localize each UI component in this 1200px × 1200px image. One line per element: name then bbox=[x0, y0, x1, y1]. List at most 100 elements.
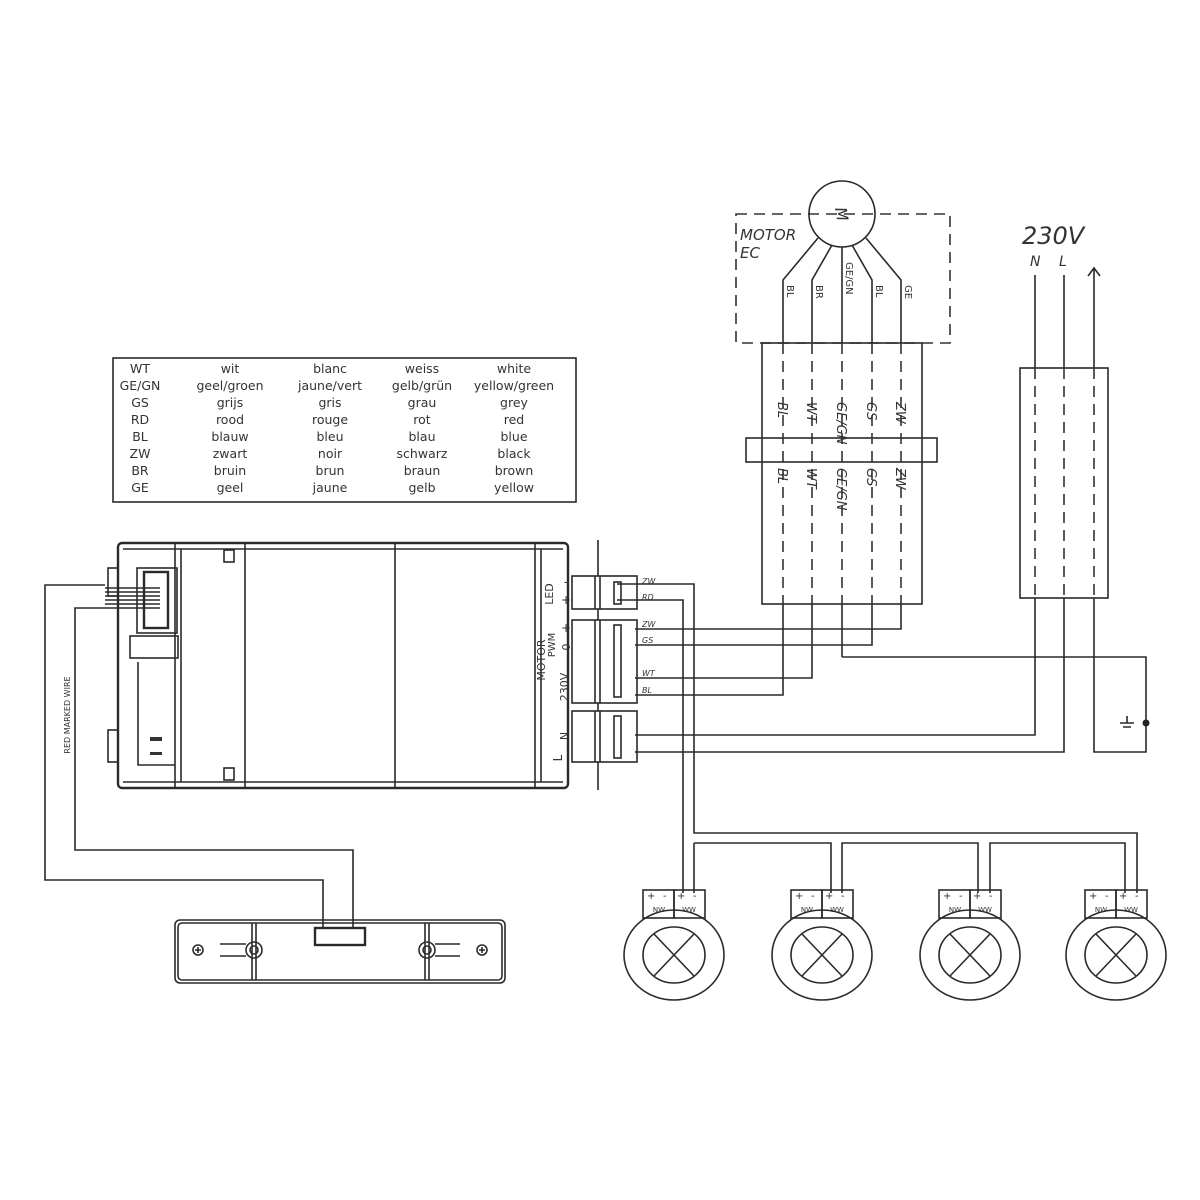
legend-cell: GS bbox=[131, 395, 149, 410]
legend-cell: wit bbox=[221, 361, 240, 376]
lamp-polarity: + bbox=[677, 891, 685, 902]
led-plus: + bbox=[561, 593, 571, 607]
cable-wire-label: BL bbox=[774, 468, 789, 484]
lamp-polarity: + bbox=[1119, 891, 1127, 902]
cable-wire-label: GE/GN bbox=[833, 402, 848, 445]
led-label: LED bbox=[543, 583, 556, 605]
lamp-polarity: - bbox=[811, 891, 815, 902]
motor-lead-label: GE bbox=[902, 285, 913, 299]
lamp-cross-icon bbox=[801, 933, 843, 977]
legend-cell: zwart bbox=[213, 446, 248, 461]
earth-arrow-icon bbox=[1087, 266, 1101, 368]
legend-cell: BR bbox=[131, 463, 149, 478]
cable-wire-label: WT bbox=[803, 468, 818, 490]
mains-l: L bbox=[1059, 254, 1067, 270]
lamp-polarity: - bbox=[841, 891, 845, 902]
legend-cell: rot bbox=[413, 412, 431, 427]
lamp-nw-label: NW bbox=[801, 906, 813, 914]
lamp-polarity: + bbox=[795, 891, 803, 902]
legend-cell: WT bbox=[130, 361, 150, 376]
legend-cell: jaune/vert bbox=[297, 378, 362, 393]
lamp-ww-label: WW bbox=[978, 906, 992, 914]
legend-cell: red bbox=[504, 412, 525, 427]
wire-led-rd: RD bbox=[642, 593, 654, 602]
legend-cell: gris bbox=[318, 395, 341, 410]
panel-connector bbox=[313, 926, 367, 947]
legend-cell: blau bbox=[409, 429, 436, 444]
pwm-plus: + bbox=[561, 621, 571, 635]
lamp-polarity: + bbox=[973, 891, 981, 902]
lamp-polarity: - bbox=[959, 891, 963, 902]
cable-wire-label: WT bbox=[803, 402, 818, 424]
n-label: N bbox=[558, 732, 571, 740]
wire-motor-gs: GS bbox=[642, 636, 653, 645]
pwm-zero: 0 bbox=[560, 644, 573, 651]
l-label: L bbox=[551, 754, 565, 761]
lamp-nw-label: NW bbox=[949, 906, 961, 914]
legend-cell: bleu bbox=[316, 429, 343, 444]
legend-cell: jaune bbox=[312, 480, 348, 495]
lamp-nw-label: NW bbox=[653, 906, 665, 914]
cable-wire-label: ZW bbox=[892, 401, 907, 425]
legend-cell: grau bbox=[408, 395, 437, 410]
cable-wire-label: BL bbox=[774, 402, 789, 418]
control-panel bbox=[174, 919, 506, 984]
mains-supply: 230V N L bbox=[635, 222, 1150, 753]
led-minus: - bbox=[564, 575, 568, 589]
pwm-label: PWM bbox=[547, 633, 558, 658]
motor-label: MOTOR bbox=[740, 226, 796, 244]
terminal-led bbox=[571, 575, 638, 610]
motor-lead-label: GE/GN bbox=[843, 262, 854, 295]
cable-wire-label: GS bbox=[863, 468, 878, 486]
legend-cell: geel bbox=[217, 480, 244, 495]
v230-label: 230V bbox=[558, 672, 571, 701]
lamp-polarity: + bbox=[825, 891, 833, 902]
legend-cell: brown bbox=[495, 463, 534, 478]
motor-ec-label: EC bbox=[740, 244, 760, 262]
motor-label-ctrl: MOTOR bbox=[535, 639, 548, 681]
lamp-polarity: - bbox=[1135, 891, 1139, 902]
legend-cell: geel/groen bbox=[196, 378, 263, 393]
legend-cell: ZW bbox=[130, 446, 151, 461]
cable-wire-label: ZW bbox=[892, 467, 907, 491]
lamp-polarity: + bbox=[1089, 891, 1097, 902]
motor-m: M bbox=[831, 206, 852, 223]
lamp-ww-label: WW bbox=[1124, 906, 1138, 914]
legend-cell: gelb bbox=[408, 480, 435, 495]
legend-cell: braun bbox=[404, 463, 441, 478]
motor-lead-label: BL bbox=[873, 285, 884, 298]
legend-cell: GE/GN bbox=[120, 378, 161, 393]
terminal-motor bbox=[571, 619, 638, 704]
legend-cell: weiss bbox=[405, 361, 439, 376]
legend-cell: noir bbox=[318, 446, 343, 461]
red-marked-wire-label: RED MARKED WIRE bbox=[63, 676, 72, 753]
wire-motor-wt: WT bbox=[642, 669, 656, 678]
legend-cell: GE bbox=[131, 480, 149, 495]
wire-led-zw: ZW bbox=[641, 577, 656, 586]
legend-cell: yellow/green bbox=[474, 378, 554, 393]
lamp-ww-label: WW bbox=[830, 906, 844, 914]
legend-cell: white bbox=[497, 361, 532, 376]
mains-voltage: 230V bbox=[1022, 222, 1086, 250]
lamp-ww-label: WW bbox=[682, 906, 696, 914]
wire-motor-zw: ZW bbox=[641, 620, 656, 629]
legend-cell: BL bbox=[132, 429, 148, 444]
lamp-cross-icon bbox=[949, 933, 991, 977]
lamp-polarity: + bbox=[943, 891, 951, 902]
lamp-polarity: - bbox=[693, 891, 697, 902]
screw-icon bbox=[192, 944, 204, 956]
legend-cell: yellow bbox=[494, 480, 534, 495]
legend-cell: blue bbox=[500, 429, 527, 444]
legend-cell: grijs bbox=[217, 395, 244, 410]
legend-cell: gelb/grün bbox=[392, 378, 452, 393]
cable-wire-label: GS bbox=[863, 402, 878, 420]
legend-cell: RD bbox=[131, 412, 149, 427]
legend-cell: rouge bbox=[312, 412, 348, 427]
legend-cell: bruin bbox=[214, 463, 246, 478]
wire-motor-bl: BL bbox=[642, 686, 652, 695]
